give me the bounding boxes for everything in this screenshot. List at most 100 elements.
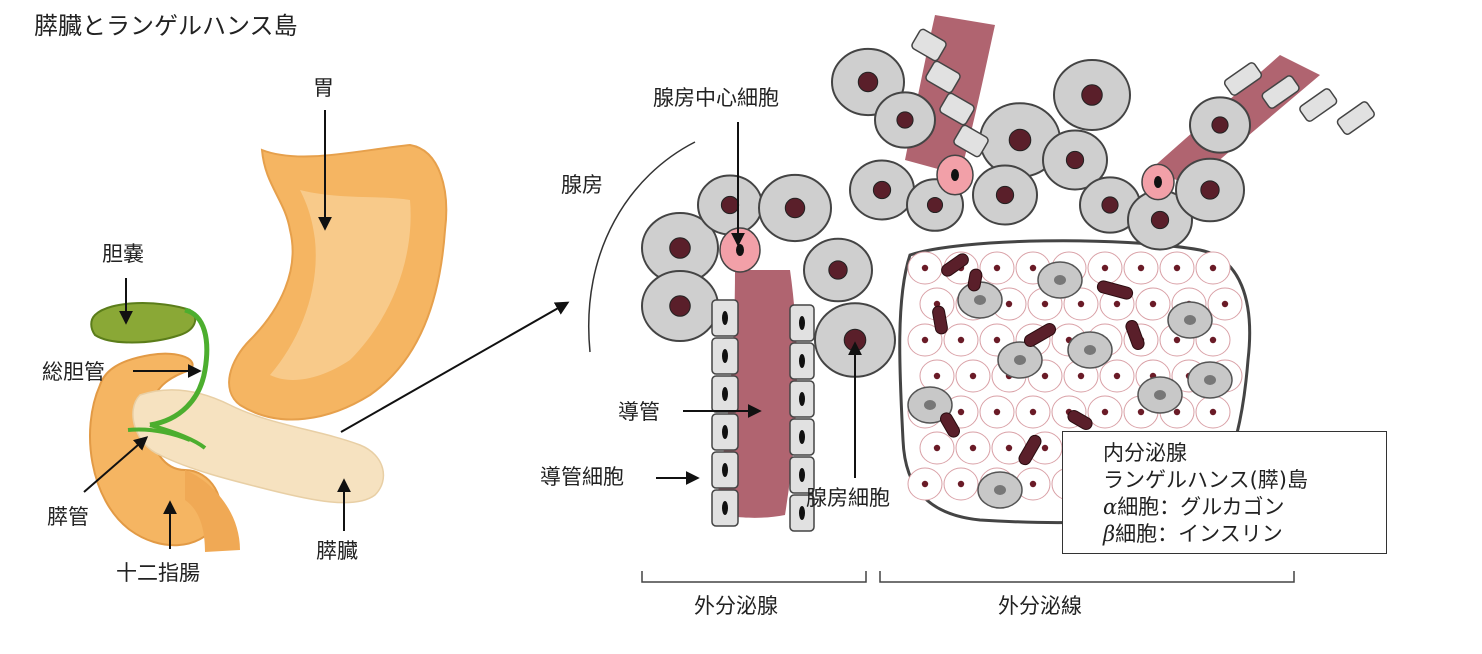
cell-nucleus bbox=[799, 316, 805, 330]
page-title: 膵臓とランゲルハンス島 bbox=[34, 12, 298, 40]
legend-endocrine: 内分泌腺 bbox=[1103, 441, 1187, 465]
cell-nucleus bbox=[1041, 300, 1049, 308]
cell-nucleus bbox=[872, 180, 892, 200]
gallbladder-label: 胆嚢 bbox=[102, 242, 144, 266]
cell-nucleus bbox=[1150, 210, 1170, 230]
pancreatic-duct-label: 膵管 bbox=[47, 505, 89, 529]
cell-nucleus bbox=[1101, 196, 1119, 214]
capillary bbox=[1125, 320, 1145, 350]
cell-nucleus bbox=[799, 354, 805, 368]
alpha-text: 細胞：グルカゴン bbox=[1117, 495, 1285, 519]
cell-nucleus bbox=[921, 480, 929, 488]
cell-nucleus bbox=[974, 295, 986, 305]
cell-nucleus bbox=[720, 195, 740, 215]
cell-nucleus bbox=[1029, 480, 1037, 488]
cell-nucleus bbox=[1221, 300, 1229, 308]
cell-nucleus bbox=[957, 408, 965, 416]
stomach-label: 胃 bbox=[313, 76, 334, 100]
acinus-arc bbox=[588, 141, 696, 353]
common-bile-duct-label: 総胆管 bbox=[42, 360, 105, 384]
right-arrows bbox=[656, 122, 862, 485]
alpha-symbol: α bbox=[1103, 495, 1118, 519]
duct-cell bbox=[1299, 88, 1338, 122]
legend-box: 内分泌腺 ランゲルハンス(膵)島 α細胞：グルカゴン β細胞：インスリン bbox=[1062, 431, 1387, 554]
cell-nucleus bbox=[969, 372, 977, 380]
legend-beta: β細胞：インスリン bbox=[1103, 521, 1386, 548]
capillary bbox=[1096, 280, 1134, 300]
cell-nucleus bbox=[1041, 444, 1049, 452]
cell-nucleus bbox=[1209, 408, 1217, 416]
cell-nucleus bbox=[828, 260, 848, 280]
left-arrows bbox=[83, 110, 570, 549]
cell-nucleus bbox=[1209, 336, 1217, 344]
duct-cell bbox=[1336, 101, 1375, 135]
capillary bbox=[1067, 410, 1093, 430]
cell-nucleus bbox=[1081, 84, 1103, 106]
cell-nucleus bbox=[924, 400, 936, 410]
cell-nucleus bbox=[1101, 264, 1109, 272]
cell-nucleus bbox=[957, 336, 965, 344]
cell-nucleus bbox=[993, 408, 1001, 416]
duct-cell bbox=[1261, 75, 1300, 109]
cell-nucleus bbox=[969, 444, 977, 452]
cell-nucleus bbox=[857, 71, 879, 93]
cell-nucleus bbox=[1113, 372, 1121, 380]
cell-nucleus bbox=[1077, 372, 1085, 380]
cell-nucleus bbox=[722, 349, 728, 363]
cell-nucleus bbox=[1137, 264, 1145, 272]
cell-nucleus bbox=[1137, 408, 1145, 416]
duct-cell-label: 導管細胞 bbox=[540, 465, 624, 489]
cell-nucleus bbox=[993, 264, 1001, 272]
cell-nucleus bbox=[722, 425, 728, 439]
cell-nucleus bbox=[784, 197, 806, 219]
pancreas-label: 膵臓 bbox=[316, 539, 358, 563]
cell-nucleus bbox=[1154, 390, 1166, 400]
cell-nucleus bbox=[921, 336, 929, 344]
beta-text: 細胞：インスリン bbox=[1115, 522, 1283, 546]
cell-nucleus bbox=[1113, 300, 1121, 308]
cell-nucleus bbox=[933, 300, 941, 308]
cell-nucleus bbox=[993, 336, 1001, 344]
cell-nucleus bbox=[722, 501, 728, 515]
cell-nucleus bbox=[722, 387, 728, 401]
cell-nucleus bbox=[722, 311, 728, 325]
cell-nucleus bbox=[1077, 300, 1085, 308]
cell-nucleus bbox=[933, 444, 941, 452]
cell-nucleus bbox=[1029, 408, 1037, 416]
gallbladder-shape bbox=[90, 302, 210, 450]
duodenum-label: 十二指腸 bbox=[116, 561, 200, 585]
acinar-cell-label: 腺房細胞 bbox=[806, 486, 890, 510]
cell-nucleus bbox=[933, 372, 941, 380]
cell-nucleus bbox=[896, 111, 914, 129]
cell-nucleus bbox=[1173, 264, 1181, 272]
cell-nucleus bbox=[1200, 180, 1220, 200]
duct-cell bbox=[939, 92, 975, 126]
capillary bbox=[1023, 323, 1057, 347]
cell-nucleus bbox=[1029, 264, 1037, 272]
duct-cell bbox=[1223, 62, 1263, 96]
acinar-cells bbox=[641, 28, 1375, 532]
pancreas-shape bbox=[132, 389, 385, 504]
capillary bbox=[941, 253, 969, 277]
acinus-label: 腺房 bbox=[561, 173, 603, 197]
cell-nucleus bbox=[799, 392, 805, 406]
capillary bbox=[967, 268, 983, 292]
cell-nucleus bbox=[1014, 355, 1026, 365]
cell-nucleus bbox=[926, 196, 944, 214]
duct-cell bbox=[925, 60, 961, 94]
cell-nucleus bbox=[669, 237, 691, 259]
stomach-shape bbox=[228, 143, 448, 421]
cell-nucleus bbox=[669, 295, 691, 317]
cell-nucleus bbox=[957, 480, 965, 488]
duct-cell bbox=[953, 124, 989, 158]
cell-nucleus bbox=[1211, 116, 1229, 134]
cell-nucleus bbox=[995, 185, 1015, 205]
cell-nucleus bbox=[1149, 300, 1157, 308]
cell-nucleus bbox=[1209, 264, 1217, 272]
cell-nucleus bbox=[1005, 300, 1013, 308]
capillary bbox=[940, 412, 960, 438]
cell-nucleus bbox=[1173, 336, 1181, 344]
legend-alpha: α細胞：グルカゴン bbox=[1103, 494, 1386, 521]
